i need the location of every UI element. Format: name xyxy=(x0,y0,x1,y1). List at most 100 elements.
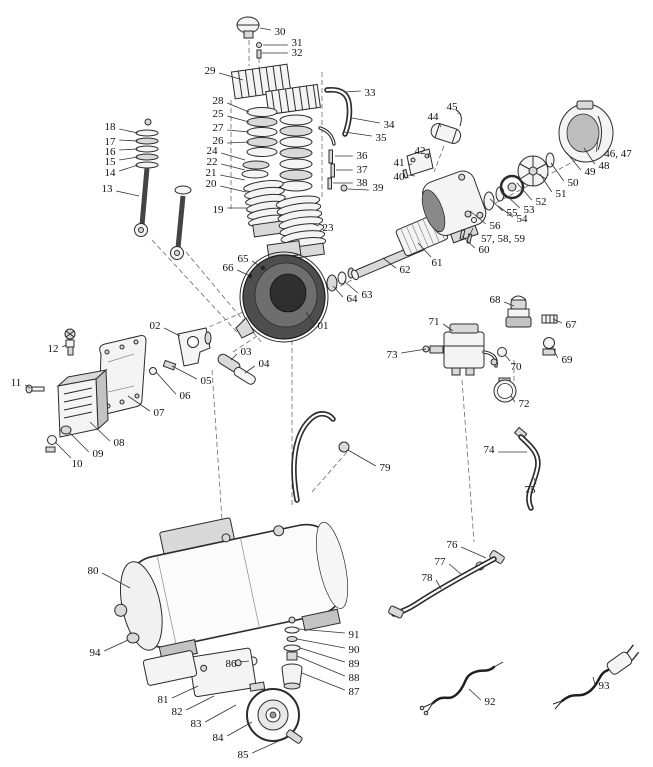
callout-83: 83 xyxy=(191,704,237,730)
callout-22: 22 xyxy=(207,156,246,171)
part-number: 94 xyxy=(90,647,102,659)
part-number: 15 xyxy=(105,156,117,168)
part-number: 54 xyxy=(517,213,529,225)
leader-line xyxy=(539,173,553,193)
callout-86: 86 xyxy=(226,658,250,670)
leader-line xyxy=(417,242,432,258)
callout-35: 35 xyxy=(343,131,387,144)
callout-20: 20 xyxy=(206,178,247,193)
leader-line xyxy=(219,72,244,81)
part-number: 63 xyxy=(362,289,374,301)
leader-line xyxy=(401,348,427,354)
callout-15: 15 xyxy=(105,156,139,168)
callout-50: 50 xyxy=(550,162,579,189)
part-number: 25 xyxy=(213,108,225,120)
leader-line xyxy=(489,198,504,212)
leader-line xyxy=(230,353,238,361)
callout-75: 75 xyxy=(525,477,537,496)
leader-line xyxy=(332,285,344,298)
part-number: 13 xyxy=(102,183,114,195)
callout-29: 29 xyxy=(205,65,244,81)
callout-27: 27 xyxy=(213,122,250,134)
leader-line xyxy=(227,141,250,144)
part-number: 14 xyxy=(105,167,117,179)
leader-line xyxy=(155,371,177,395)
callout-07: 07 xyxy=(127,395,165,419)
part-number: 90 xyxy=(349,644,361,656)
part-number: 57, 58, 59 xyxy=(481,233,526,245)
part-number: 03 xyxy=(241,346,253,358)
leader-line xyxy=(240,660,250,663)
capacitor xyxy=(430,123,462,144)
leader-line xyxy=(296,655,345,677)
motor-body xyxy=(421,170,487,244)
part-number: 22 xyxy=(207,156,218,168)
leader-line xyxy=(251,260,262,268)
callout-52: 52 xyxy=(516,182,547,208)
leader-line xyxy=(565,151,582,171)
leader-line xyxy=(119,128,139,134)
part-number: 48 xyxy=(599,160,611,172)
part-number: 09 xyxy=(93,448,105,460)
callout-93: 93 xyxy=(592,676,610,692)
part-number: 39 xyxy=(373,182,385,194)
part-number: 84 xyxy=(213,732,225,744)
leader-line xyxy=(298,628,345,634)
outlet-tube xyxy=(318,87,353,146)
valve-bracket xyxy=(402,148,434,179)
part-number: 83 xyxy=(191,718,203,730)
callout-12: 12 xyxy=(48,343,67,355)
part-number: 21 xyxy=(206,167,217,179)
part-number: 38 xyxy=(357,177,369,189)
leader-line xyxy=(220,185,247,193)
leader-line xyxy=(119,148,139,151)
part-number: 49 xyxy=(585,166,597,178)
callout-39: 39 xyxy=(347,182,385,194)
piston-rod-assembly xyxy=(134,118,192,260)
part-number: 32 xyxy=(292,47,303,59)
leader-line xyxy=(221,152,246,161)
callout-04: 04 xyxy=(244,358,270,374)
part-number: 77 xyxy=(435,556,447,568)
part-number: 76 xyxy=(447,539,459,551)
leader-line xyxy=(227,721,253,737)
leader-line xyxy=(312,223,319,227)
part-number: 42 xyxy=(415,145,426,157)
part-number: 79 xyxy=(380,462,392,474)
pump-mount xyxy=(177,327,212,367)
leader-line xyxy=(305,311,315,325)
leader-line xyxy=(469,210,487,225)
muffler-elbow xyxy=(45,425,72,453)
part-number: 08 xyxy=(114,437,126,449)
part-number: 02 xyxy=(150,320,161,332)
tank-foot xyxy=(142,650,198,686)
callout-37: 37 xyxy=(336,164,368,176)
leader-line xyxy=(552,318,562,324)
callout-51: 51 xyxy=(539,173,567,200)
part-number: 26 xyxy=(213,135,225,147)
leader-line xyxy=(510,395,516,403)
leader-line xyxy=(119,139,139,142)
part-number: 16 xyxy=(105,146,117,158)
part-number: 82 xyxy=(172,706,183,718)
leader-line xyxy=(119,164,139,172)
tank-end-boss xyxy=(126,632,140,644)
part-number: 65 xyxy=(238,253,250,265)
callouts-layer: 3031322933282534352726181716151413242221… xyxy=(11,26,633,761)
leader-line xyxy=(227,129,250,133)
callout-60: 60 xyxy=(461,235,491,256)
part-number: 56 xyxy=(490,220,502,232)
part-number: 23 xyxy=(323,222,335,234)
part-number: 24 xyxy=(207,145,219,157)
leader-line xyxy=(227,102,250,113)
callout-88: 88 xyxy=(296,655,360,684)
part-number: 67 xyxy=(566,319,578,331)
leader-line xyxy=(227,115,250,123)
callout-46-47: 46, 47 xyxy=(596,137,632,160)
part-number: 60 xyxy=(479,244,491,256)
part-number: 78 xyxy=(422,572,434,584)
callout-62: 62 xyxy=(382,257,411,276)
valve-plate-stack xyxy=(241,107,313,192)
leader-line xyxy=(301,672,345,691)
capacitor-wire xyxy=(455,109,462,127)
